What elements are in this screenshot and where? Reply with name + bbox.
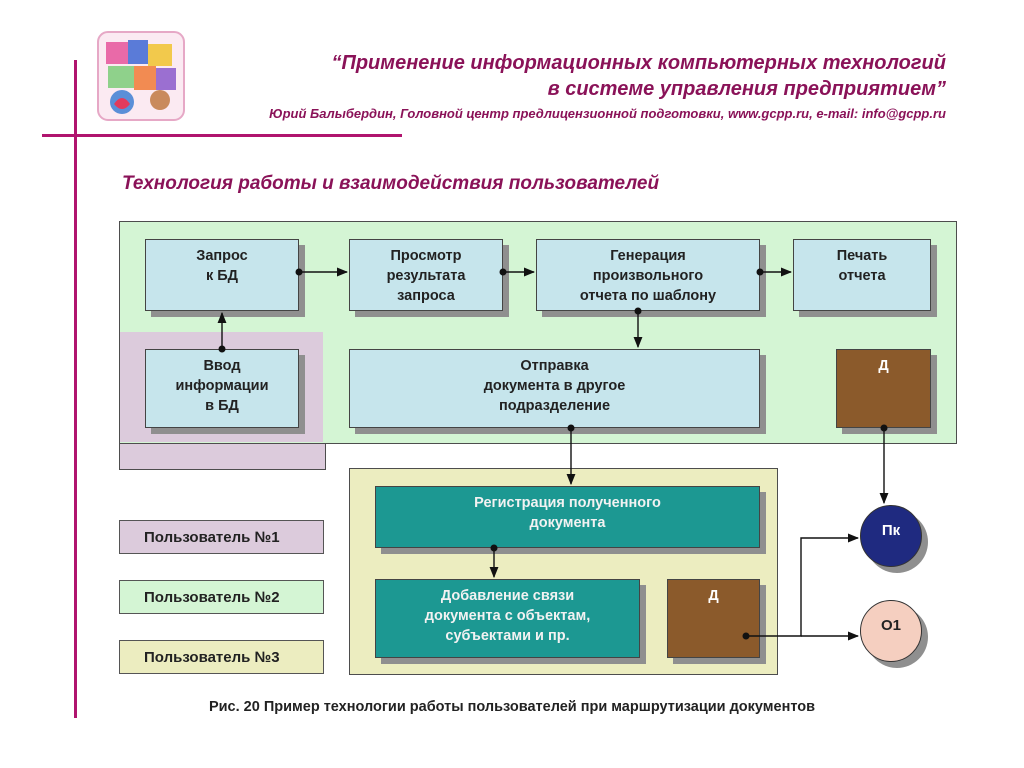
- author-line: Юрий Балыбердин, Головной центр предлице…: [269, 106, 946, 121]
- d-top-box: Д: [836, 349, 931, 428]
- connector-dot: [218, 345, 226, 353]
- slide-subtitle: Технология работы и взаимодействия польз…: [122, 173, 660, 194]
- legend-user1: Пользователь №1: [119, 520, 324, 554]
- legend-user3: Пользователь №3: [119, 640, 324, 674]
- accent-vertical-line: [74, 60, 77, 718]
- connector-dot: [499, 268, 507, 276]
- pk-circle: Пк: [860, 505, 922, 567]
- connector-dot: [634, 307, 642, 315]
- title-line-1: “Применение информационных компьютерных …: [331, 52, 946, 74]
- d-bottom-box: Д: [667, 579, 760, 658]
- connector-dot: [756, 268, 764, 276]
- puzzle-logo-icon: [97, 31, 185, 121]
- connector-dot: [295, 268, 303, 276]
- presentation-title: “Применение информационных компьютерных …: [331, 50, 946, 102]
- o1-circle: О1: [860, 600, 922, 662]
- title-line-2: в системе управления предприятием”: [547, 78, 946, 100]
- accent-horizontal-line: [42, 134, 402, 137]
- connector-dot: [742, 632, 750, 640]
- arrow-d-to-pk-lower: [746, 533, 860, 637]
- connector-dot: [880, 424, 888, 432]
- figure-caption: Рис. 20 Пример технологии работы пользов…: [208, 699, 816, 715]
- connector-dot: [567, 424, 575, 432]
- connector-dot: [490, 544, 498, 552]
- legend-user2: Пользователь №2: [119, 580, 324, 614]
